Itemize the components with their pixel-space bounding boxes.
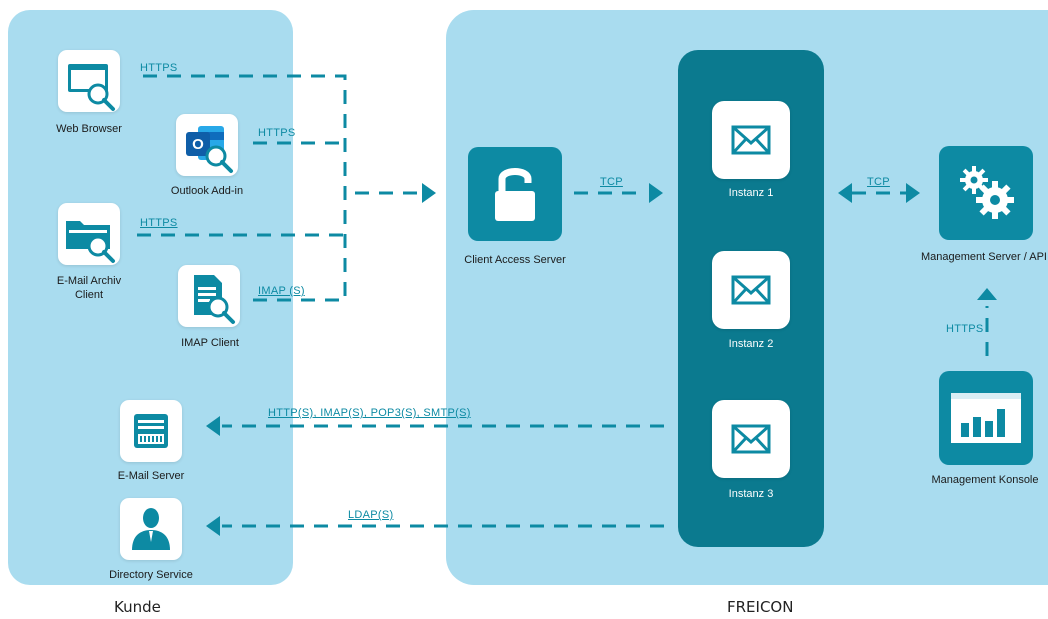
management-console-node: [939, 371, 1033, 465]
folder-search-icon: [66, 221, 115, 263]
protocol-label-cas-instance: TCP: [600, 176, 623, 188]
arrow-to-instance: [649, 183, 663, 203]
email-server-label: E-Mail Server: [117, 470, 185, 482]
unlocked-padlock-icon: [495, 168, 535, 221]
arrow-to-management: [906, 183, 920, 203]
imap-client-label: IMAP Client: [181, 337, 239, 349]
arrow-left-instance: [838, 183, 852, 203]
protocol-label-imap: IMAP (S): [258, 285, 305, 297]
outlook-addin-node: O: [176, 114, 238, 176]
web-browser-link: [143, 74, 347, 300]
protocol-label-web: HTTPS: [140, 62, 178, 74]
gears-icon: [960, 166, 1014, 219]
freicon-region-label: FREICON: [727, 598, 794, 616]
instance-1-node: [712, 101, 790, 179]
protocol-label-instance-management: TCP: [867, 176, 890, 188]
customer-region-label: Kunde: [114, 598, 161, 616]
protocol-label-console: HTTPS: [946, 323, 984, 335]
archive-client-node: [58, 203, 120, 265]
web-browser-node: [58, 50, 120, 112]
protocol-label-email-server: HTTP(S), IMAP(S), POP3(S), SMTP(S): [268, 407, 471, 419]
instance-3-node: [712, 400, 790, 478]
client-access-server-node: [468, 147, 562, 241]
web-browser-label: Web Browser: [56, 123, 122, 135]
directory-service-label: Directory Service: [109, 569, 193, 581]
dashboard-icon: [951, 393, 1021, 443]
management-server-node: [939, 146, 1033, 240]
document-search-icon: [194, 275, 235, 324]
arrow-to-directory: [206, 516, 220, 536]
instance-1-label: Instanz 1: [728, 187, 774, 199]
envelope-icon: [731, 125, 771, 155]
svg-text:O: O: [192, 136, 204, 153]
server-icon: [134, 414, 168, 448]
instance-2-label: Instanz 2: [728, 338, 774, 350]
email-server-node: [120, 400, 182, 462]
instance-3-label: Instanz 3: [728, 488, 774, 500]
management-server-label: Management Server / API: [921, 251, 1047, 263]
arrow-up-management: [977, 288, 997, 300]
protocol-label-outlook: HTTPS: [258, 127, 296, 139]
browser-search-icon: [68, 64, 115, 111]
client-access-server-label: Client Access Server: [464, 254, 566, 266]
imap-client-node: [178, 265, 240, 327]
arrow-to-email-server: [206, 416, 220, 436]
customer-region: [8, 10, 293, 585]
user-icon: [132, 508, 170, 550]
instance-2-node: [712, 251, 790, 329]
outlook-addin-label: Outlook Add-in: [170, 185, 244, 197]
protocol-label-directory: LDAP(S): [348, 509, 394, 521]
directory-service-node: [120, 498, 182, 560]
envelope-icon: [731, 424, 771, 454]
outlook-icon: O: [186, 126, 233, 173]
management-console-label: Management Konsole: [931, 474, 1039, 486]
archive-client-label: E-Mail Archiv Client: [56, 275, 122, 301]
envelope-icon: [731, 275, 771, 305]
protocol-label-archive: HTTPS: [140, 217, 178, 229]
arrow-to-cas: [422, 183, 436, 203]
